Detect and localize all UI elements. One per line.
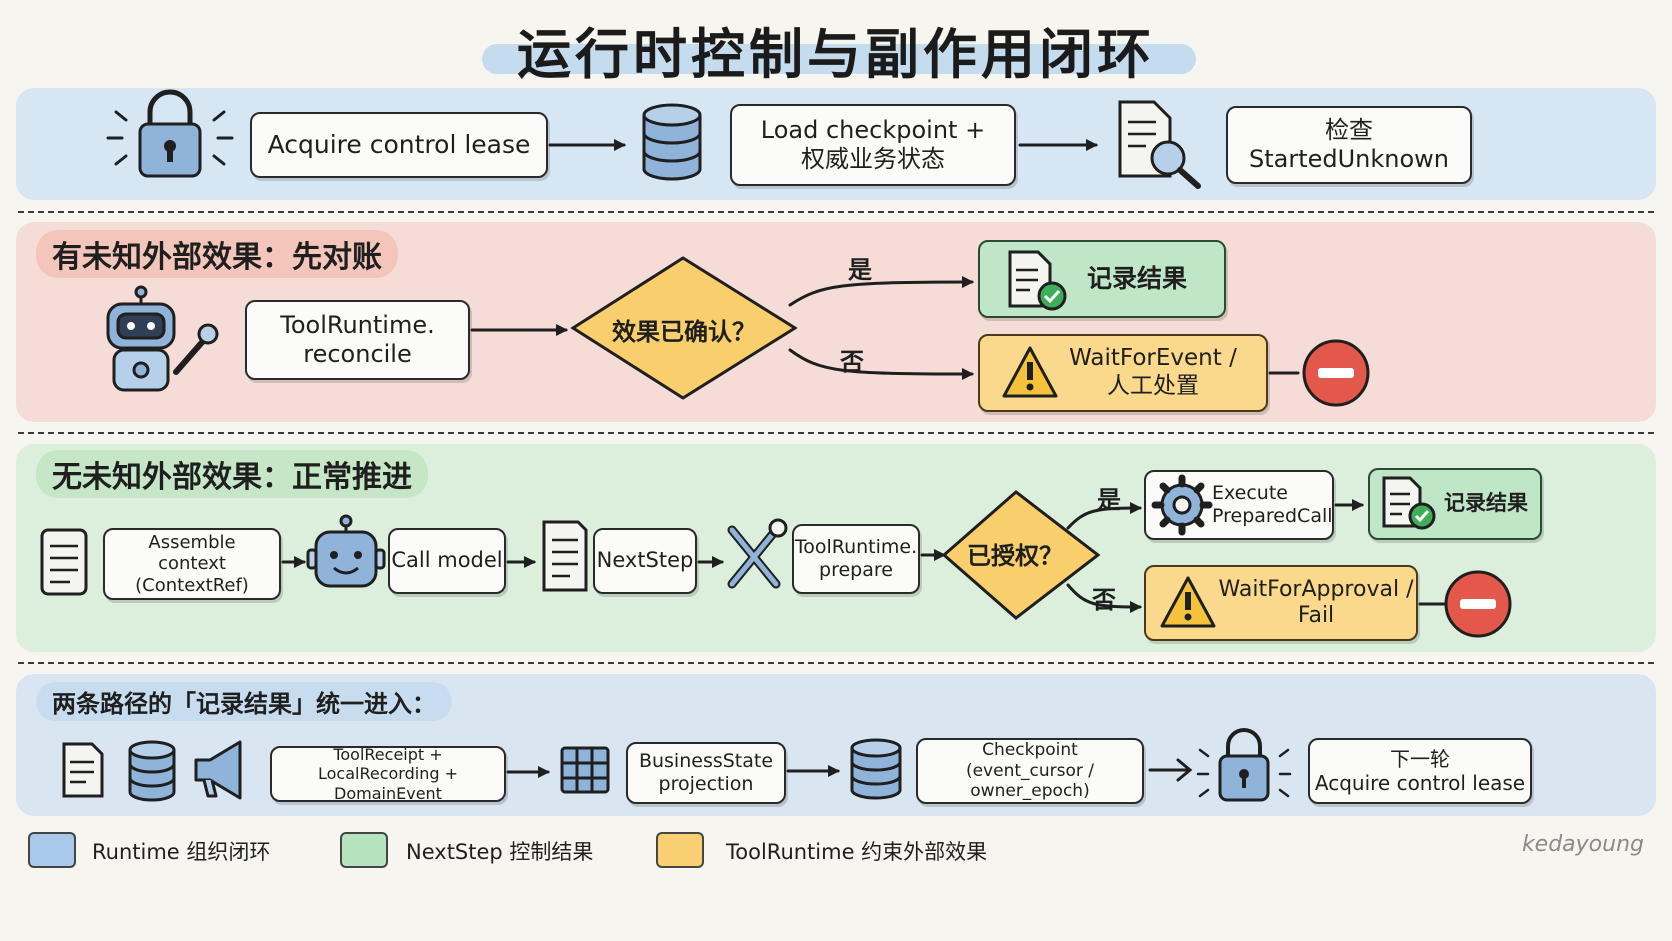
decision-diamond [570,256,798,400]
record-result-label: 记录结果 [1444,491,1528,516]
title-highlight [482,44,1196,74]
lock-icon [1196,728,1292,802]
projection-box: BusinessState projection [626,742,786,804]
receipt-icon [62,742,104,798]
acquire-lease-label: Acquire control lease [267,130,531,159]
call-model-label: Call model [391,548,503,573]
table-icon [560,746,610,794]
record-result-label: 记录结果 [1086,264,1187,293]
decision-authorized-label: 已授权？ [967,541,1063,570]
tool-receipt-box: ToolReceipt + LocalRecording + DomainEve… [270,745,506,803]
check-started-unknown-box: 检查 StartedUnknown [1226,106,1472,184]
legend-swatch-runtime [28,832,76,868]
stop-icon [1302,339,1370,407]
next-round-line1: 下一轮 [1390,747,1450,771]
execute-line2: PreparedCall [1212,505,1333,527]
next-round-box: 下一轮 Acquire control lease [1308,738,1532,804]
call-model-box: Call model [388,528,506,594]
document-check-icon [1382,476,1436,530]
next-step-label: NextStep [596,548,694,573]
wait-for-event-line1: WaitForEvent / [1069,345,1237,372]
divider [18,662,1654,664]
next-step-box: NextStep [593,528,697,594]
database-icon [850,738,902,800]
checkpoint-box: Checkpoint (event_cursor / owner_epoch) [916,738,1144,804]
acquire-lease-box: Acquire control lease [250,112,548,178]
page-title: 运行时控制与副作用闭环 [517,23,1155,86]
receipt-line1: ToolReceipt + LocalRecording + [318,745,458,784]
assemble-line1: Assemble [148,531,236,553]
document-icon [542,520,588,592]
next-round-line2: Acquire control lease [1314,771,1526,795]
arrow-no [788,348,974,380]
legend-label-toolruntime: ToolRuntime 约束外部效果 [726,840,988,864]
section-label-normal: 无未知外部效果：正常推进 [36,450,428,498]
gear-icon [1151,474,1213,536]
megaphone-icon [194,740,242,800]
legend-label-nextstep: NextStep 控制结果 [406,840,594,864]
wait-for-event-line2: 人工处置 [1107,373,1199,399]
prepare-line1: ToolRuntime. [794,536,918,559]
wait-for-approval-line1: WaitForApproval / [1218,576,1414,602]
robot-icon [306,514,386,588]
legend-swatch-toolruntime [656,832,704,868]
checkpoint-line2: (event_cursor / owner_epoch) [965,760,1095,802]
receipt-line2: DomainEvent [334,783,442,803]
section-label-record: 两条路径的「记录结果」统一进入： [36,682,452,721]
assemble-line2: context (ContextRef) [135,553,249,596]
divider [18,432,1654,434]
section-label-reconcile: 有未知外部效果：先对账 [36,230,398,278]
robot-wrench-icon [106,285,219,392]
reconcile-box: ToolRuntime. reconcile [245,300,470,380]
execute-line1: Execute [1212,482,1288,505]
document-search-icon [1118,100,1201,189]
arrow-no [1066,583,1142,613]
stop-icon [1444,570,1512,638]
legend-swatch-nextstep [340,832,388,868]
prepare-line2: prepare [819,559,893,581]
author-signature: kedayoung [1521,832,1644,857]
execute-box: Execute PreparedCall [1144,470,1334,540]
arrow [1148,758,1193,782]
reconcile-line2: reconcile [303,340,412,368]
tools-icon [727,518,788,589]
assemble-context-box: Assemble context (ContextRef) [103,528,281,600]
load-checkpoint-box: Load checkpoint + 权威业务状态 [730,104,1016,186]
no-label: 否 [1092,586,1116,614]
divider [18,211,1654,213]
arrow-yes [788,276,974,307]
arrow-yes [1066,502,1142,530]
lock-icon [106,89,234,178]
database-icon [642,103,702,181]
database-icon [128,740,176,802]
check-line2: StartedUnknown [1248,145,1450,173]
document-check-icon [1008,250,1067,311]
yes-label: 是 [848,256,872,284]
load-checkpoint-line2: 权威业务状态 [801,145,945,173]
decision-confirmed-label: 效果已确认？ [612,317,756,346]
warning-icon [1002,346,1058,398]
projection-line1: BusinessState [638,750,774,773]
decision-diamond [941,490,1101,620]
projection-line2: projection [658,773,754,795]
checkpoint-line1: Checkpoint [982,740,1078,761]
document-icon [40,528,88,596]
wait-for-approval-line2: Fail [1297,603,1335,628]
check-line1: 检查 [1325,116,1373,145]
warning-icon [1160,576,1216,628]
load-checkpoint-line1: Load checkpoint + [760,116,986,145]
reconcile-line1: ToolRuntime. [280,311,435,340]
prepare-box: ToolRuntime. prepare [792,524,920,594]
legend-label-runtime: Runtime 组织闭环 [92,840,271,864]
